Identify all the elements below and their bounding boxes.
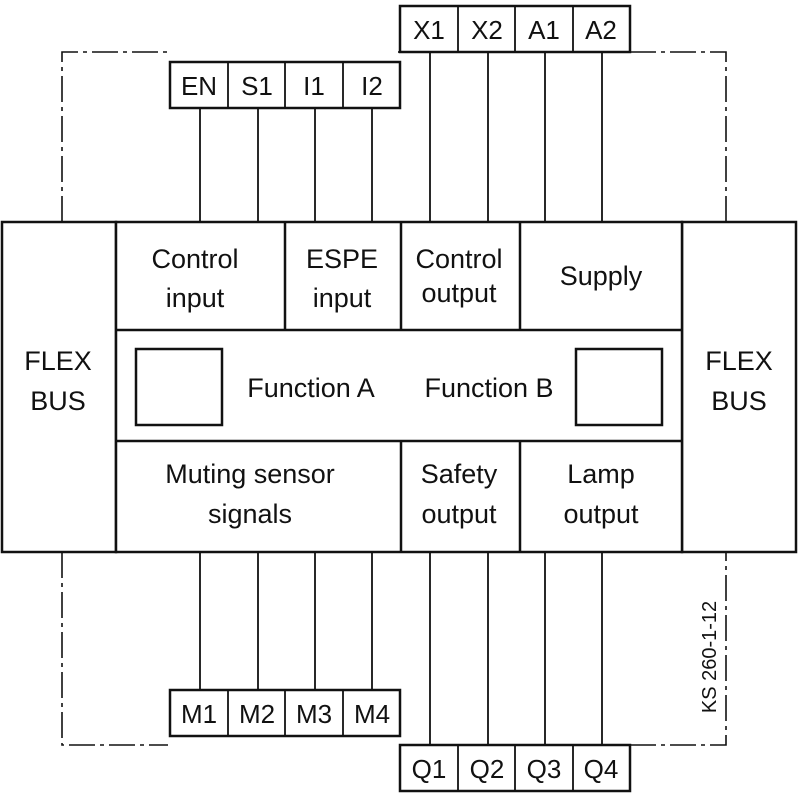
terminal-q3: Q3 xyxy=(527,754,562,784)
espe-input-line1: ESPE xyxy=(306,244,378,274)
terminal-strip-top-left: EN S1 I1 I2 xyxy=(168,60,402,110)
module-block: Control input ESPE input Control output … xyxy=(114,220,684,554)
wires-top-left xyxy=(199,108,373,222)
control-output-line2: output xyxy=(421,278,497,308)
terminal-strip-bottom-right: Q1 Q2 Q3 Q4 xyxy=(398,743,632,793)
terminal-a1: A1 xyxy=(528,15,560,45)
flexbus-right-block: FLEX BUS xyxy=(680,220,798,554)
espe-input-line2: input xyxy=(313,283,372,313)
lamp-output-line1: Lamp xyxy=(567,459,635,489)
terminal-strip-top-right: X1 X2 A1 A2 xyxy=(398,4,632,54)
terminal-i2: I2 xyxy=(361,71,383,101)
wires-bottom-left xyxy=(199,552,373,690)
terminal-q1: Q1 xyxy=(412,754,447,784)
flexbus-left-block: FLEX BUS xyxy=(0,220,118,554)
enclosure-outline-top-left xyxy=(61,51,168,222)
terminal-strip-bottom-left: M1 M2 M3 M4 xyxy=(168,688,402,738)
terminal-m3: M3 xyxy=(296,699,332,729)
wires-bottom-right xyxy=(429,552,603,745)
supply-label: Supply xyxy=(560,261,643,291)
terminal-m4: M4 xyxy=(354,699,390,729)
function-a-label: Function A xyxy=(247,373,375,403)
enclosure-outline-top-right xyxy=(630,51,727,222)
flexbus-right-line2: BUS xyxy=(711,386,767,416)
enclosure-outline-bottom-right xyxy=(630,552,727,746)
safety-output-line2: output xyxy=(421,499,497,529)
safety-output-line1: Safety xyxy=(421,459,498,489)
terminal-m2: M2 xyxy=(239,699,275,729)
flexbus-left-line2: BUS xyxy=(30,386,86,416)
terminal-x2: X2 xyxy=(471,15,503,45)
control-output-line1: Control xyxy=(415,244,502,274)
enclosure-outline-bottom-left xyxy=(61,552,168,746)
function-b-square xyxy=(574,347,664,427)
function-a-square xyxy=(134,347,224,427)
terminal-s1: S1 xyxy=(241,71,273,101)
terminal-i1: I1 xyxy=(303,71,325,101)
muting-signals-line1: Muting sensor xyxy=(165,459,335,489)
terminal-m1: M1 xyxy=(181,699,217,729)
muting-signals-line2: signals xyxy=(208,499,292,529)
terminal-q2: Q2 xyxy=(470,754,505,784)
terminal-x1: X1 xyxy=(413,15,445,45)
terminal-a2: A2 xyxy=(585,15,617,45)
control-input-line2: input xyxy=(166,283,225,313)
control-input-line1: Control xyxy=(151,244,238,274)
flexbus-right-line1: FLEX xyxy=(705,346,773,376)
terminal-q4: Q4 xyxy=(584,754,619,784)
terminal-en: EN xyxy=(181,71,217,101)
flexbus-left-line1: FLEX xyxy=(24,346,92,376)
lamp-output-line2: output xyxy=(563,499,639,529)
function-b-label: Function B xyxy=(424,373,553,403)
wires-top-right xyxy=(429,52,603,222)
drawing-id-label: KS 260-1-12 xyxy=(699,601,721,713)
